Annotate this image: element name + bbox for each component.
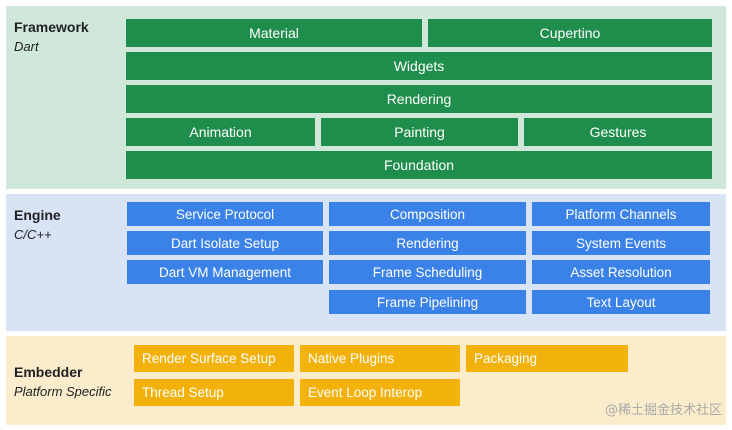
- embedder-title: Embedder: [14, 364, 83, 380]
- service-protocol-box: Service Protocol: [127, 202, 323, 226]
- event-loop-interop-box: Event Loop Interop: [300, 379, 460, 406]
- watermark: @稀土掘金技术社区: [604, 403, 722, 418]
- material-box: Material: [126, 19, 422, 47]
- asset-resolution-box: Asset Resolution: [532, 260, 710, 284]
- composition-box: Composition: [329, 202, 526, 226]
- packaging-box: Packaging: [466, 345, 628, 372]
- native-plugins-box: Native Plugins: [300, 345, 460, 372]
- gestures-box: Gestures: [524, 118, 712, 146]
- engine-rendering-box: Rendering: [329, 231, 526, 255]
- thread-setup-box: Thread Setup: [134, 379, 294, 406]
- system-events-box: System Events: [532, 231, 710, 255]
- painting-box: Painting: [321, 118, 518, 146]
- frame-scheduling-box: Frame Scheduling: [329, 260, 526, 284]
- platform-channels-box: Platform Channels: [532, 202, 710, 226]
- foundation-box: Foundation: [126, 151, 712, 179]
- framework-rendering-box: Rendering: [126, 85, 712, 113]
- engine-subtitle: C/C++: [14, 227, 52, 242]
- widgets-box: Widgets: [126, 52, 712, 80]
- dart-isolate-setup-box: Dart Isolate Setup: [127, 231, 323, 255]
- framework-subtitle: Dart: [14, 39, 39, 54]
- render-surface-setup-box: Render Surface Setup: [134, 345, 294, 372]
- dart-vm-management-box: Dart VM Management: [127, 260, 323, 284]
- embedder-subtitle: Platform Specific: [14, 384, 112, 399]
- engine-title: Engine: [14, 207, 61, 223]
- cupertino-box: Cupertino: [428, 19, 712, 47]
- framework-title: Framework: [14, 19, 89, 35]
- text-layout-box: Text Layout: [532, 290, 710, 314]
- framework-layer: Framework Dart Material Cupertino Widget…: [6, 6, 726, 189]
- embedder-layer: Embedder Platform Specific Render Surfac…: [6, 336, 726, 425]
- animation-box: Animation: [126, 118, 315, 146]
- frame-pipelining-box: Frame Pipelining: [329, 290, 526, 314]
- engine-layer: Engine C/C++ Service Protocol Compositio…: [6, 194, 726, 331]
